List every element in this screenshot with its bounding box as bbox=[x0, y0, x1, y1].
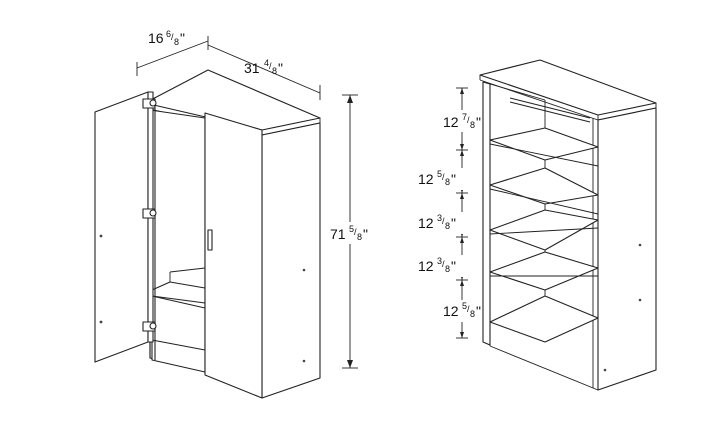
depth-dimension: 16 6 / 8 " bbox=[136, 29, 209, 76]
depth-whole: 16 bbox=[148, 30, 164, 46]
hinge-icon bbox=[142, 208, 157, 219]
svg-text:12: 12 bbox=[418, 258, 434, 274]
shelf bbox=[489, 251, 599, 291]
shelf-unit-left-side bbox=[482, 81, 491, 346]
wardrobe-interior bbox=[149, 109, 206, 371]
shelf-spacing-label-2: 12 5 / 8 " bbox=[418, 169, 456, 187]
shelf bbox=[489, 167, 599, 215]
svg-text:5: 5 bbox=[462, 301, 467, 311]
wardrobe-side-panel bbox=[261, 122, 321, 399]
svg-text:5: 5 bbox=[437, 169, 442, 179]
height-whole: 71 bbox=[330, 226, 346, 242]
svg-text:8: 8 bbox=[445, 264, 450, 274]
svg-text:12: 12 bbox=[443, 303, 459, 319]
depth-numerator: 6 bbox=[166, 29, 171, 39]
svg-text:3: 3 bbox=[437, 256, 442, 266]
shelf bbox=[489, 127, 599, 167]
svg-text:7: 7 bbox=[462, 112, 467, 122]
svg-text:/: / bbox=[442, 216, 445, 226]
door-handle bbox=[207, 229, 213, 251]
shelf-unit-bottom bbox=[489, 295, 599, 391]
shelf-spacing-dimension: 12 7 / 8 " 12 5 / 8 " 12 3 / 8 " 12 3 / … bbox=[418, 87, 482, 339]
svg-text:": " bbox=[451, 171, 456, 187]
svg-text:12: 12 bbox=[443, 114, 459, 130]
shelf-spacing-label-4: 12 3 / 8 " bbox=[418, 256, 456, 274]
hinge-icon bbox=[142, 321, 157, 332]
svg-text:/: / bbox=[442, 259, 445, 269]
svg-text:8: 8 bbox=[445, 221, 450, 231]
width-numerator: 4 bbox=[264, 58, 269, 68]
svg-text:/: / bbox=[467, 304, 470, 314]
hanging-rail bbox=[509, 97, 591, 119]
svg-text:12: 12 bbox=[418, 215, 434, 231]
svg-text:": " bbox=[476, 303, 481, 319]
width-denominator: 8 bbox=[272, 66, 277, 76]
svg-text:8: 8 bbox=[470, 309, 475, 319]
shelf bbox=[489, 209, 599, 251]
wardrobe-drawing bbox=[94, 69, 321, 399]
height-dimension: 71 5 / 8 " bbox=[328, 94, 374, 369]
shelf-spacing-label-3: 12 3 / 8 " bbox=[418, 213, 456, 231]
height-numerator: 5 bbox=[349, 224, 354, 234]
svg-text:3: 3 bbox=[437, 213, 442, 223]
svg-text:/: / bbox=[269, 61, 272, 71]
hinge-icon bbox=[142, 98, 157, 109]
depth-denominator: 8 bbox=[174, 37, 179, 47]
svg-text:": " bbox=[451, 215, 456, 231]
shelf-unit-top bbox=[479, 59, 657, 116]
width-dimension: 31 4 / 8 " bbox=[207, 44, 321, 100]
shelf-spacing-label-1: 12 7 / 8 " bbox=[443, 112, 481, 130]
svg-text:": " bbox=[451, 258, 456, 274]
width-whole: 31 bbox=[244, 60, 260, 76]
wardrobe-left-door-open bbox=[94, 91, 149, 363]
shelf-spacing-label-5: 12 5 / 8 " bbox=[443, 301, 481, 319]
depth-unit: " bbox=[180, 30, 185, 46]
svg-text:": " bbox=[476, 114, 481, 130]
svg-text:8: 8 bbox=[445, 177, 450, 187]
svg-text:/: / bbox=[171, 32, 174, 42]
svg-text:/: / bbox=[442, 172, 445, 182]
shelf-unit-drawing bbox=[479, 59, 657, 391]
wardrobe-right-door bbox=[204, 112, 263, 399]
shelf-unit-side bbox=[597, 107, 657, 391]
svg-text:12: 12 bbox=[418, 171, 434, 187]
svg-text:8: 8 bbox=[470, 120, 475, 130]
width-unit: " bbox=[278, 60, 283, 76]
height-unit: " bbox=[363, 226, 368, 242]
height-denominator: 8 bbox=[357, 232, 362, 242]
svg-text:/: / bbox=[354, 227, 357, 237]
svg-text:/: / bbox=[467, 115, 470, 125]
